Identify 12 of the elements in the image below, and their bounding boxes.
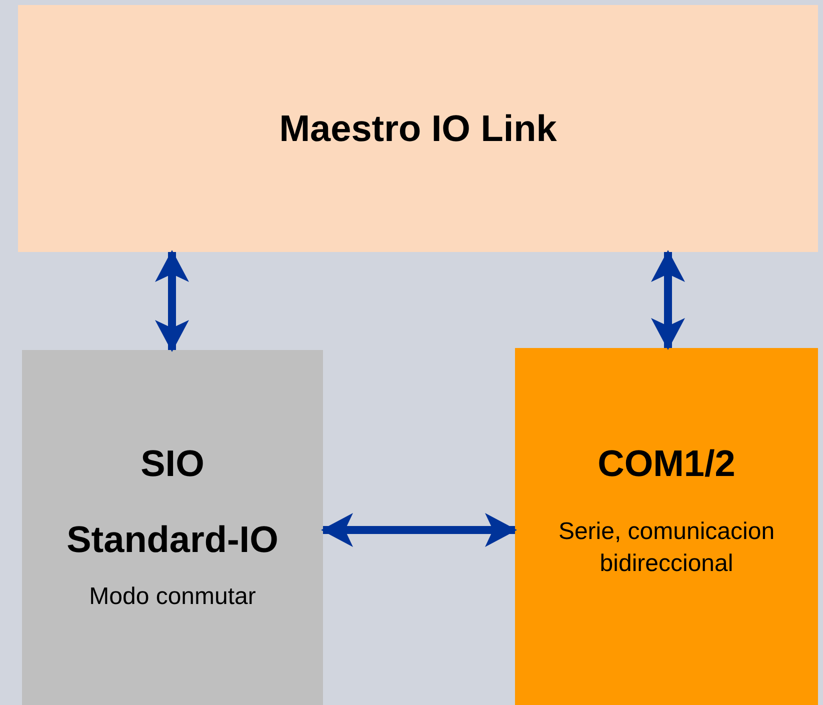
double-arrow — [155, 250, 189, 352]
node-text: Modo conmutar — [89, 582, 256, 612]
node-title: Maestro IO Link — [279, 106, 557, 151]
mode-box — [22, 350, 323, 705]
node-title: COM1/2 — [598, 442, 736, 486]
mode-box — [515, 348, 818, 705]
double-arrow — [321, 513, 517, 547]
node-text: Serie, comunicacion bidireccional — [557, 516, 776, 579]
master-box — [18, 5, 818, 252]
double-arrow — [651, 250, 685, 350]
node-text: Standard-IO — [66, 518, 278, 562]
node-title: SIO — [140, 442, 204, 486]
